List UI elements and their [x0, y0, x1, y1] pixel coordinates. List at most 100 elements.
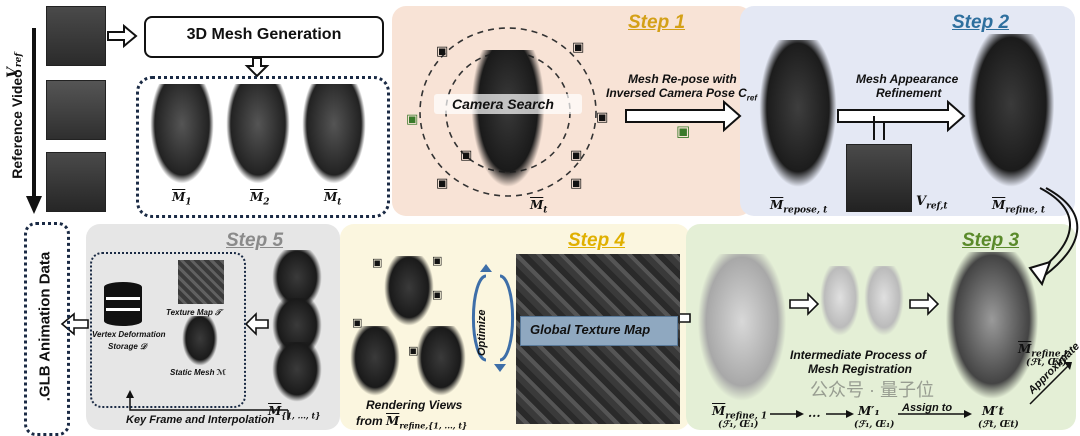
step3-mesh-mid-2 — [864, 266, 904, 336]
mt-prime-set: (ℱt, Œt) — [978, 420, 1019, 430]
render-camera-3: ▣ — [432, 289, 443, 301]
step2-title: Step 2 — [952, 12, 1010, 33]
render-view-2 — [350, 326, 400, 396]
mesh-sample-2 — [226, 84, 290, 184]
step1-center-knight — [470, 50, 546, 190]
step1-mesh-sub: t — [543, 205, 548, 216]
refine1-label: Mrefine, 1 — [712, 404, 767, 421]
appearance-text-line2: Refinement — [876, 86, 942, 100]
vref-frame-thumb — [846, 144, 912, 212]
rendering-from: from — [356, 414, 383, 428]
step1-mesh-label: Mt — [530, 198, 547, 215]
repose-mesh-sub: repose, t — [783, 205, 828, 216]
database-icon — [104, 282, 142, 326]
refine-t-sym: M — [1018, 342, 1032, 356]
repose-text-line1: Mesh Re-pose with — [628, 72, 737, 86]
wechat-watermark: 公众号 · 量子位 — [810, 380, 934, 400]
mt-prime-label: M′t — [982, 404, 1004, 418]
mesh-label-1-sub: 1 — [185, 197, 192, 208]
step5-mesh-label: M{1, ..., t} — [268, 404, 320, 420]
mesh-label-1-sym: M — [172, 190, 186, 204]
step3-title: Step 3 — [962, 230, 1020, 251]
camera-icon-6: ▣ — [570, 147, 583, 162]
camera-icon-5: ▣ — [460, 147, 473, 162]
intermediate-line2: Mesh Registration — [808, 362, 913, 376]
camera-search-box — [434, 94, 582, 114]
intermediate-line1: Intermediate Process of — [790, 348, 927, 362]
vref-t-v: V — [916, 194, 927, 209]
step5-knight-stack-3 — [272, 342, 322, 402]
rendering-sym: M — [386, 414, 400, 428]
glb-label: .GLB Animation Data — [36, 251, 54, 402]
step1-mesh-sym: M — [530, 198, 544, 212]
assign-to-label: Assign to — [902, 402, 953, 414]
mesh-label-3-sub: t — [337, 197, 342, 208]
step4-title: Step 4 — [568, 230, 626, 251]
mesh-label-3: Mt — [324, 190, 341, 207]
render-view-1 — [384, 256, 434, 326]
refine-knight — [966, 34, 1056, 190]
refine1-sym: M — [712, 404, 726, 418]
repose-text-line2: Inversed Camera Pose Cref — [606, 86, 757, 102]
rendering-line1: Rendering Views — [366, 398, 463, 412]
vref-t-label: Vref,t — [916, 194, 948, 212]
step1-title: Step 1 — [628, 12, 686, 33]
camera-icon-1: ▣ — [436, 43, 449, 58]
refine-mesh-sub: refine, t — [1005, 205, 1046, 216]
static-mesh-thumb — [182, 316, 218, 366]
mesh-label-2: M2 — [250, 190, 270, 207]
m1-prime-label: M′₁ — [858, 404, 880, 418]
refine-t-label: Mrefine,t — [1018, 342, 1068, 359]
mesh-generation-box — [144, 16, 384, 58]
render-camera-5: ▣ — [408, 345, 419, 357]
repose-knight — [758, 40, 838, 190]
vref-label: Vref — [5, 53, 24, 78]
reference-frame-1 — [46, 6, 106, 66]
mesh-sample-3 — [302, 84, 366, 184]
refine-t-set: (ℱt, Œt) — [1026, 358, 1067, 368]
refine1-set: (ℱ₁, Œ₁) — [718, 420, 759, 430]
camera-icon-2: ▣ — [572, 39, 585, 54]
rendering-line2: from Mrefine,{1, ..., t} — [356, 414, 467, 430]
step3-mesh-mid-1 — [820, 266, 860, 336]
camera-icon-3: ▣ — [406, 111, 419, 126]
camera-icon-4: ▣ — [596, 109, 609, 124]
rendering-sub: refine,{1, ..., t} — [399, 420, 468, 431]
m1-prime-set: (ℱ₁, Œ₁) — [854, 420, 895, 430]
vertex-storage-line2: Storage 𝒟 — [108, 342, 147, 351]
mesh-label-2-sub: 2 — [263, 197, 270, 208]
texture-map-label: Texture Map 𝒯 — [166, 308, 222, 317]
step5-mesh-sub: {1, ..., t} — [281, 410, 321, 421]
vref-t-sub: ref,t — [926, 201, 948, 212]
repose-mesh-label: Mrepose, t — [770, 198, 827, 215]
mesh-label-3-sym: M — [324, 190, 338, 204]
vref-v: V — [5, 67, 22, 79]
camera-icon-8: ▣ — [570, 175, 583, 190]
mesh-label-1: M1 — [172, 190, 192, 207]
reference-frame-3 — [46, 152, 106, 212]
render-camera-1: ▣ — [372, 257, 383, 269]
step3-mesh-large — [696, 254, 788, 404]
appearance-text-line1: Mesh Appearance — [856, 72, 959, 86]
reference-frame-2 — [46, 80, 106, 140]
step3-mesh-final — [944, 252, 1040, 402]
refine-mesh-label: Mrefine, t — [992, 198, 1045, 215]
render-camera-4: ▣ — [352, 317, 363, 329]
storage-box — [90, 252, 246, 408]
glb-label-wrap: .GLB Animation Data — [24, 222, 64, 430]
optimize-label: Optimize — [476, 309, 488, 356]
step5-mesh-sym: M — [268, 404, 282, 418]
render-camera-2: ▣ — [432, 255, 443, 267]
static-mesh-label: Static Mesh ℳ — [170, 368, 227, 377]
refine-mesh-sym: M — [992, 198, 1006, 212]
repose-mesh-sym: M — [770, 198, 784, 212]
global-texture-map-label: Global Texture Map — [530, 322, 651, 337]
global-texture-map-banner — [520, 316, 678, 346]
refine-t-sub: refine,t — [1031, 349, 1068, 360]
glb-box — [24, 222, 70, 436]
vertex-storage-line1: Vertex Deformation — [92, 330, 166, 339]
refine1-sub: refine, 1 — [725, 411, 768, 422]
camera-icon-7: ▣ — [436, 175, 449, 190]
step1-camera-green-icon: ▣ — [676, 123, 691, 140]
mesh-sample-1 — [150, 84, 214, 184]
